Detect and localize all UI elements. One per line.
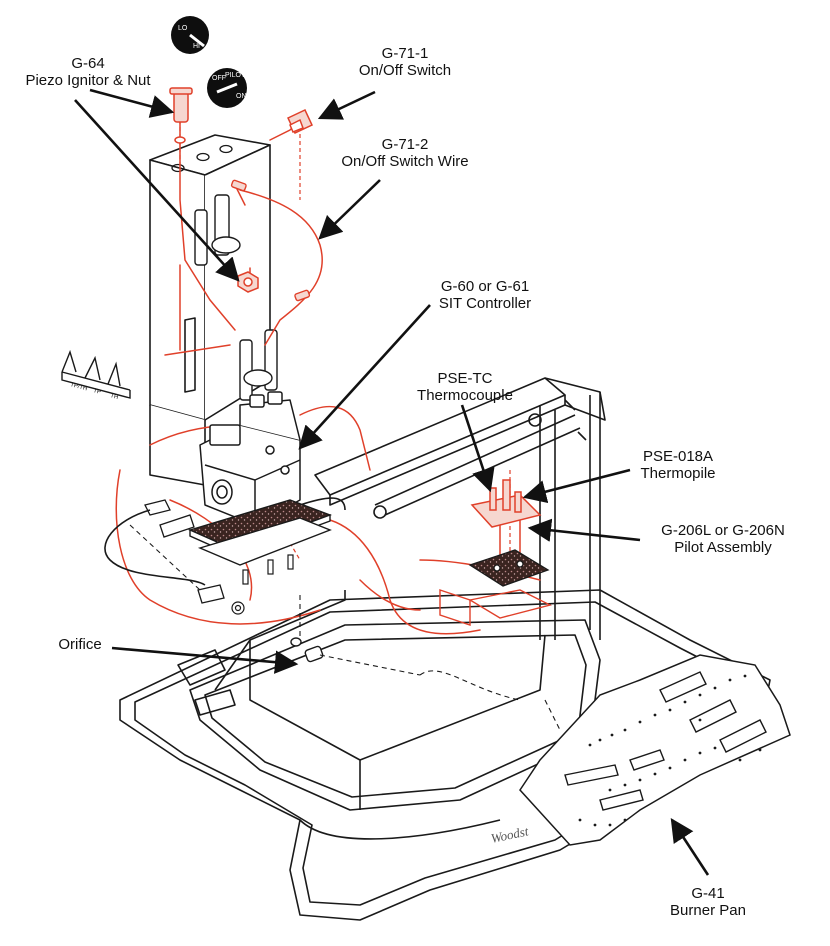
- label-piezo-ignitor-name: Piezo Ignitor & Nut: [25, 72, 151, 89]
- pilot-assembly: [470, 479, 542, 560]
- knob-pilot-label-pilot: PILOT: [225, 72, 246, 79]
- label-burner-pan-name: Burner Pan: [670, 902, 746, 919]
- burner-holes: [578, 674, 762, 827]
- arrow-on-off-switch: [317, 90, 376, 120]
- arrow-pilot-assembly: [527, 518, 641, 542]
- knob-pilot-label-on: ON: [236, 93, 247, 100]
- terminal-strip: [61, 349, 131, 399]
- switch-wire-connectors: [230, 179, 311, 302]
- arrow-switch-wire: [318, 179, 381, 240]
- knob-hi-lo-label-lo: LO: [178, 25, 188, 32]
- grate-frame: [314, 377, 606, 640]
- terminal-label-tp: TP: [92, 388, 101, 396]
- label-burner-pan-code: G-41: [691, 885, 725, 902]
- label-piezo-ignitor-code: G-64: [71, 55, 105, 72]
- arrow-sit-controller: [298, 304, 431, 450]
- sit-controller: [199, 391, 301, 526]
- terminal-label-tpth: TP/TH: [69, 382, 87, 392]
- label-on-off-switch-name: On/Off Switch: [358, 62, 452, 79]
- burner-plate: [519, 654, 791, 846]
- gas-fittings: [144, 499, 225, 604]
- arrow-thermopile: [522, 468, 631, 504]
- bracket-holes: [171, 144, 233, 173]
- burner-ports: [564, 671, 767, 811]
- arrow-piezo-ignitor: [89, 88, 175, 118]
- label-on-off-switch: G-71-1 On/Off Switch: [335, 45, 475, 79]
- label-pilot-assembly-name: Pilot Assembly: [674, 539, 772, 556]
- label-switch-wire: G-71-2 On/Off Switch Wire: [320, 136, 490, 170]
- on-off-switch: [287, 109, 313, 134]
- knob-hi-lo-label-hi: HI: [193, 43, 200, 50]
- knob-pilot-label-off: OFF: [212, 75, 226, 82]
- controller-plate: [187, 499, 333, 566]
- arrow-orifice: [111, 646, 299, 674]
- label-burner-pan: G-41 Burner Pan: [648, 885, 768, 919]
- gas-line: [104, 497, 346, 586]
- label-sit-controller-name: SIT Controller: [438, 295, 532, 312]
- piezo-ignitor: [169, 87, 193, 144]
- label-sit-controller-code: G-60 or G-61: [440, 278, 530, 295]
- label-pilot-assembly-code: G-206L or G-206N: [661, 522, 785, 539]
- pilot-gasket: [468, 549, 550, 587]
- knob-hi-lo: LO HI: [171, 16, 209, 54]
- knob-pilot: OFF PILOT ON: [207, 68, 247, 108]
- burner-pan: [119, 589, 771, 921]
- callout-arrows: [74, 88, 710, 876]
- terminal-label-th: TH: [109, 393, 118, 401]
- label-thermocouple: PSE-TC Thermocouple: [385, 370, 545, 404]
- label-switch-wire-name: On/Off Switch Wire: [341, 153, 469, 170]
- label-piezo-ignitor: G-64 Piezo Ignitor & Nut: [8, 55, 168, 89]
- arrow-piezo-nut: [74, 99, 240, 282]
- label-pilot-assembly: G-206L or G-206N Pilot Assembly: [638, 522, 808, 556]
- arrow-burner-pan: [670, 818, 710, 876]
- orifice: [290, 637, 324, 663]
- label-on-off-switch-code: G-71-1: [381, 45, 429, 62]
- label-thermocouple-code: PSE-TC: [437, 370, 493, 387]
- assembly-lines: [129, 524, 561, 731]
- label-sit-controller: G-60 or G-61 SIT Controller: [410, 278, 560, 312]
- arrow-thermocouple: [460, 404, 495, 493]
- woodstock-logo: Woodst: [490, 823, 530, 846]
- label-orifice-name: Orifice: [58, 636, 102, 653]
- label-switch-wire-code: G-71-2: [381, 136, 429, 153]
- label-thermocouple-name: Thermocouple: [417, 387, 513, 404]
- label-orifice: Orifice: [40, 636, 120, 653]
- pilot-bracket: [439, 589, 552, 626]
- piezo-nut: [237, 271, 259, 293]
- label-thermopile: PSE-018A Thermopile: [618, 448, 738, 482]
- screws: [231, 554, 294, 615]
- label-thermopile-code: PSE-018A: [642, 448, 714, 465]
- label-thermopile-name: Thermopile: [640, 465, 716, 482]
